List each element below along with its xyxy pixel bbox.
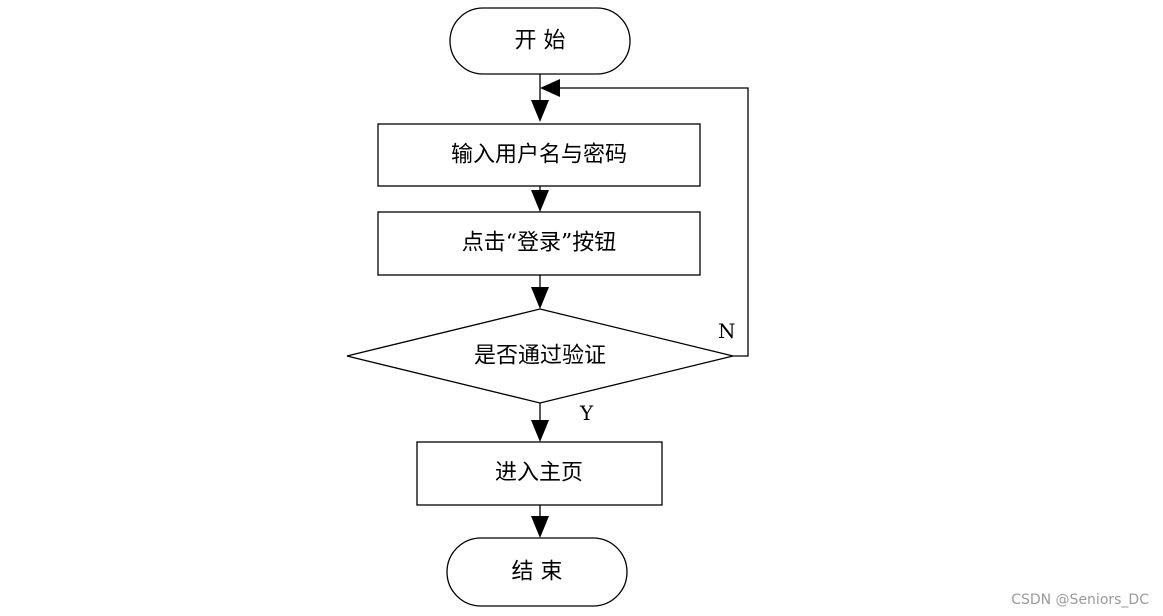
input-credentials-label: 输入用户名与密码 [451, 143, 627, 168]
arrow-input-to-click [531, 186, 549, 212]
end-label: 结 束 [512, 560, 563, 585]
end-node: 结 束 [446, 537, 628, 607]
arrow-start-to-input [531, 74, 549, 122]
input-credentials-node: 输入用户名与密码 [377, 123, 701, 187]
watermark: CSDN @Seniors_DC [1011, 592, 1149, 608]
click-login-node: 点击“登录”按钮 [377, 211, 701, 276]
no-label: N [718, 319, 736, 343]
start-node: 开 始 [449, 7, 631, 75]
decision-verify-label: 是否通过验证 [474, 344, 606, 369]
enter-home-label: 进入主页 [495, 461, 583, 486]
enter-home-node: 进入主页 [416, 441, 663, 506]
arrow-yes-to-home [531, 403, 549, 442]
arrow-no-loop-back [540, 79, 749, 357]
start-label: 开 始 [515, 29, 566, 54]
arrow-home-to-end [531, 505, 549, 538]
decision-verify-node: 是否通过验证 [346, 308, 734, 404]
yes-label: Y [579, 401, 594, 425]
arrow-click-to-decision [531, 275, 549, 309]
click-login-label: 点击“登录”按钮 [462, 231, 617, 256]
